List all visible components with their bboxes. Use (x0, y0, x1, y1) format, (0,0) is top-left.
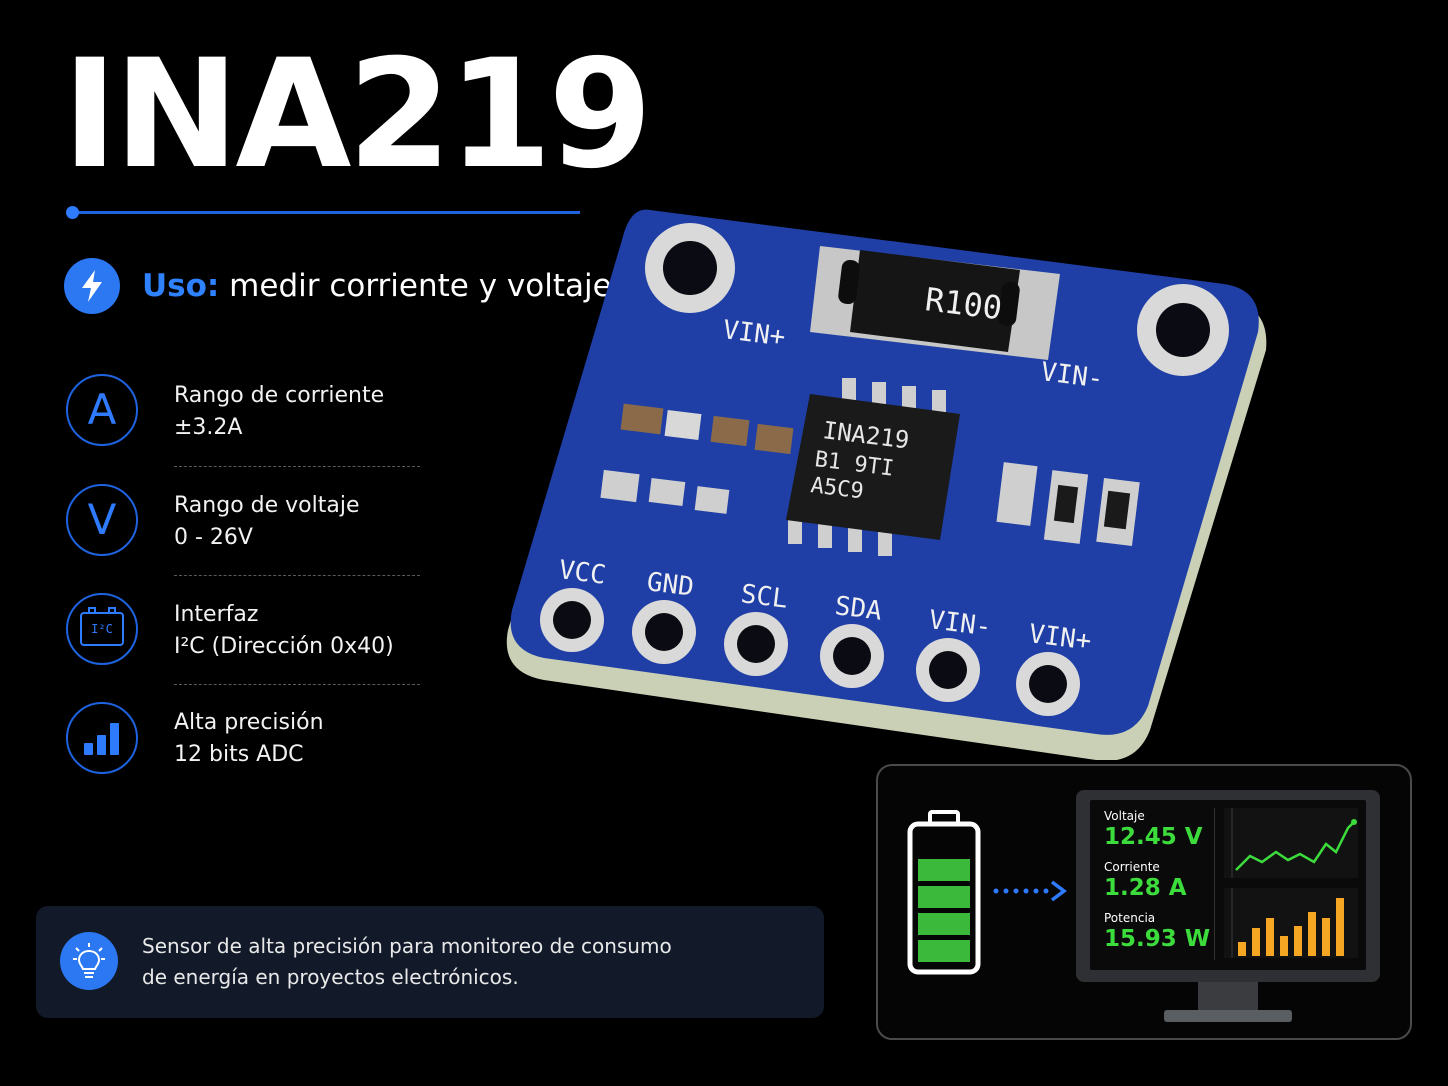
monitor-neck (1198, 982, 1258, 1012)
resistor-label: R100 (923, 280, 1004, 327)
usage-key: Uso: (142, 268, 220, 304)
amp-icon: A (66, 374, 138, 446)
battery-icon (907, 810, 981, 975)
note-line-1: Sensor de alta precisión para monitoreo … (142, 934, 672, 958)
monitor-display: Voltaje 12.45 V Corriente 1.28 A Potenci… (1090, 800, 1366, 970)
usage-value: medir corriente y voltaje (219, 268, 612, 304)
battery-cell (918, 859, 970, 881)
line-graph (1224, 808, 1358, 878)
divider (174, 466, 420, 467)
spec-label: Rango de voltaje (174, 493, 360, 518)
pin-label-gnd: GND (645, 567, 695, 603)
spec-label: Rango de corriente (174, 383, 385, 408)
usage-line: Uso: medir corriente y voltaje (142, 264, 612, 308)
bar-chart-icon (66, 702, 138, 774)
note-line-2: de energía en proyectos electrónicos. (142, 965, 519, 989)
title-underline (72, 211, 580, 214)
spec-value: 0 - 26V (174, 525, 253, 550)
spec-value: 12 bits ADC (174, 742, 304, 767)
spec-label: Alta precisión (174, 710, 324, 735)
voltage-value: 12.45 V (1104, 824, 1203, 850)
ina219-board: R100 VIN+ VIN- INA219 B1 9TI A5C9 (506, 209, 1267, 760)
monitoring-panel: Voltaje 12.45 V Corriente 1.28 A Potenci… (876, 764, 1412, 1040)
chip-icon: I²C (66, 593, 138, 665)
power-label: Potencia (1104, 911, 1156, 925)
bar-graph (1224, 888, 1358, 958)
current-label: Corriente (1104, 860, 1160, 874)
volt-icon: V (66, 484, 138, 556)
power-value: 15.93 W (1104, 926, 1211, 952)
battery-cell (918, 886, 970, 908)
spec-voltage: Rango de voltaje 0 - 26V (174, 490, 360, 554)
pin-label-scl: SCL (739, 579, 789, 615)
chip-icon-text: I²C (91, 622, 113, 636)
spec-value: ±3.2A (174, 415, 243, 440)
monitor-screen: Voltaje 12.45 V Corriente 1.28 A Potenci… (1076, 790, 1380, 982)
note-text: Sensor de alta precisión para monitoreo … (142, 931, 672, 993)
lightning-icon (64, 258, 120, 314)
divider (174, 684, 420, 685)
spec-interface: Interfaz I²C (Dirección 0x40) (174, 599, 394, 663)
battery-cell (918, 913, 970, 935)
spec-label: Interfaz (174, 602, 259, 627)
info-note: Sensor de alta precisión para monitoreo … (36, 906, 824, 1018)
monitor-base (1164, 1010, 1292, 1022)
title-underline-dot (66, 206, 79, 219)
spec-current: Rango de corriente ±3.2A (174, 380, 384, 444)
lightbulb-icon (60, 932, 118, 990)
page-title: INA219 (62, 28, 653, 202)
voltage-label: Voltaje (1104, 809, 1145, 823)
battery-cell (918, 940, 970, 962)
pin-label-sda: SDA (833, 591, 884, 627)
spec-precision: Alta precisión 12 bits ADC (174, 707, 324, 771)
display-divider (1214, 808, 1215, 960)
spec-value: I²C (Dirección 0x40) (174, 634, 394, 659)
divider (174, 575, 420, 576)
arrow-right-icon (993, 880, 1067, 902)
pin-label-vcc: VCC (557, 555, 607, 591)
current-value: 1.28 A (1104, 875, 1187, 901)
